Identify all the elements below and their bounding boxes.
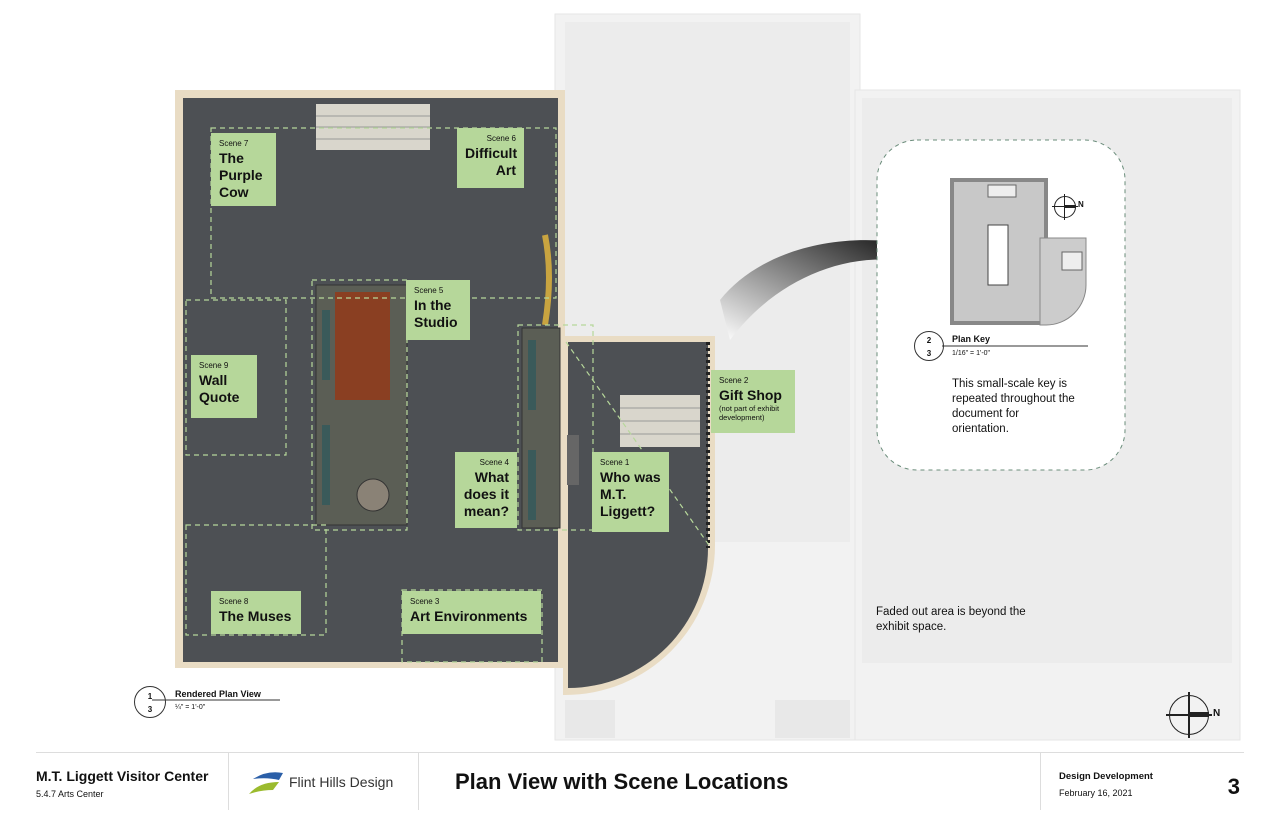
scene-8[interactable]: Scene 8 The Muses — [211, 591, 301, 634]
scene-title: Gift Shop — [719, 387, 782, 403]
sheet-title-cell: Plan View with Scene Locations — [418, 752, 1040, 810]
sheet-title: Plan View with Scene Locations — [455, 769, 789, 794]
date-label: February 16, 2021 — [1059, 788, 1133, 798]
project-name: M.T. Liggett Visitor Center — [36, 768, 209, 784]
scene-7[interactable]: Scene 7 The Purple Cow — [211, 133, 276, 206]
scene-title: The Purple Cow — [219, 150, 263, 200]
scene-5[interactable]: Scene 5 In the Studio — [406, 280, 470, 340]
scene-title: Who was M.T. Liggett? — [600, 469, 661, 519]
scene-2[interactable]: Scene 2 Gift Shop(not part of exhibit dev… — [711, 370, 795, 433]
phase-cell: Design Development February 16, 2021 3 — [1040, 752, 1244, 810]
plan-view-callout: 1 3 — [134, 686, 166, 718]
plan-view-scale: ¼" = 1'-0" — [175, 704, 206, 711]
scene-6[interactable]: Scene 6 Difficult Art — [457, 128, 524, 188]
scene-title: Wall Quote — [199, 372, 240, 405]
scene-number: Scene 8 — [219, 597, 249, 606]
callout-sheet: 3 — [926, 349, 932, 358]
footer-divider — [36, 752, 1244, 753]
scene-title: Difficult Art — [465, 145, 518, 178]
flint-hills-logo-icon — [249, 772, 283, 794]
faded-area-note: Faded out area is beyond the exhibit spa… — [876, 606, 1026, 633]
scene-number: Scene 3 — [410, 597, 440, 606]
scene-title: In the Studio — [414, 297, 458, 330]
section-label: 5.4.7 Arts Center — [36, 789, 104, 799]
north-label: N — [1078, 200, 1084, 209]
scene-number: Scene 1 — [600, 458, 630, 467]
firm-name: Flint Hills Design — [289, 774, 394, 790]
callout-number: 2 — [926, 336, 932, 345]
scene-note: (not part of exhibit development) — [719, 404, 780, 422]
scene-9[interactable]: Scene 9 Wall Quote — [191, 355, 257, 418]
plan-view-title: Rendered Plan View — [175, 689, 261, 699]
plan-key-map — [950, 178, 1087, 326]
scene-number: Scene 4 — [479, 458, 509, 467]
phase-label: Design Development — [1059, 771, 1153, 782]
scene-title: What does it mean? — [463, 469, 509, 519]
scene-1[interactable]: Scene 1 Who was M.T. Liggett? — [592, 452, 669, 532]
plan-key-callout: 2 3 — [914, 331, 944, 361]
plan-key-title: Plan Key — [952, 334, 991, 344]
scene-number: Scene 6 — [486, 134, 516, 143]
callout-sheet: 3 — [147, 705, 153, 714]
page-number: 3 — [1227, 774, 1240, 799]
plan-key-scale: 1/16" = 1'-0" — [952, 350, 991, 357]
north-arrow-icon: N — [1166, 692, 1220, 738]
scene-title: The Muses — [219, 608, 292, 624]
firm-logo: Flint Hills Design — [228, 752, 418, 810]
callout-number: 1 — [147, 692, 153, 701]
north-arrow-small-icon: N — [1052, 194, 1084, 220]
scene-number: Scene 9 — [199, 361, 229, 370]
scene-title: Art Environments — [410, 608, 528, 624]
scene-4[interactable]: Scene 4 What does it mean? — [455, 452, 517, 528]
scene-number: Scene 5 — [414, 286, 444, 295]
scene-number: Scene 7 — [219, 139, 249, 148]
scene-3[interactable]: Scene 3 Art Environments — [402, 591, 541, 634]
scene-number: Scene 2 — [719, 376, 749, 385]
north-label: N — [1213, 708, 1221, 719]
plan-key-note: This small-scale key is repeated through… — [952, 378, 1075, 435]
